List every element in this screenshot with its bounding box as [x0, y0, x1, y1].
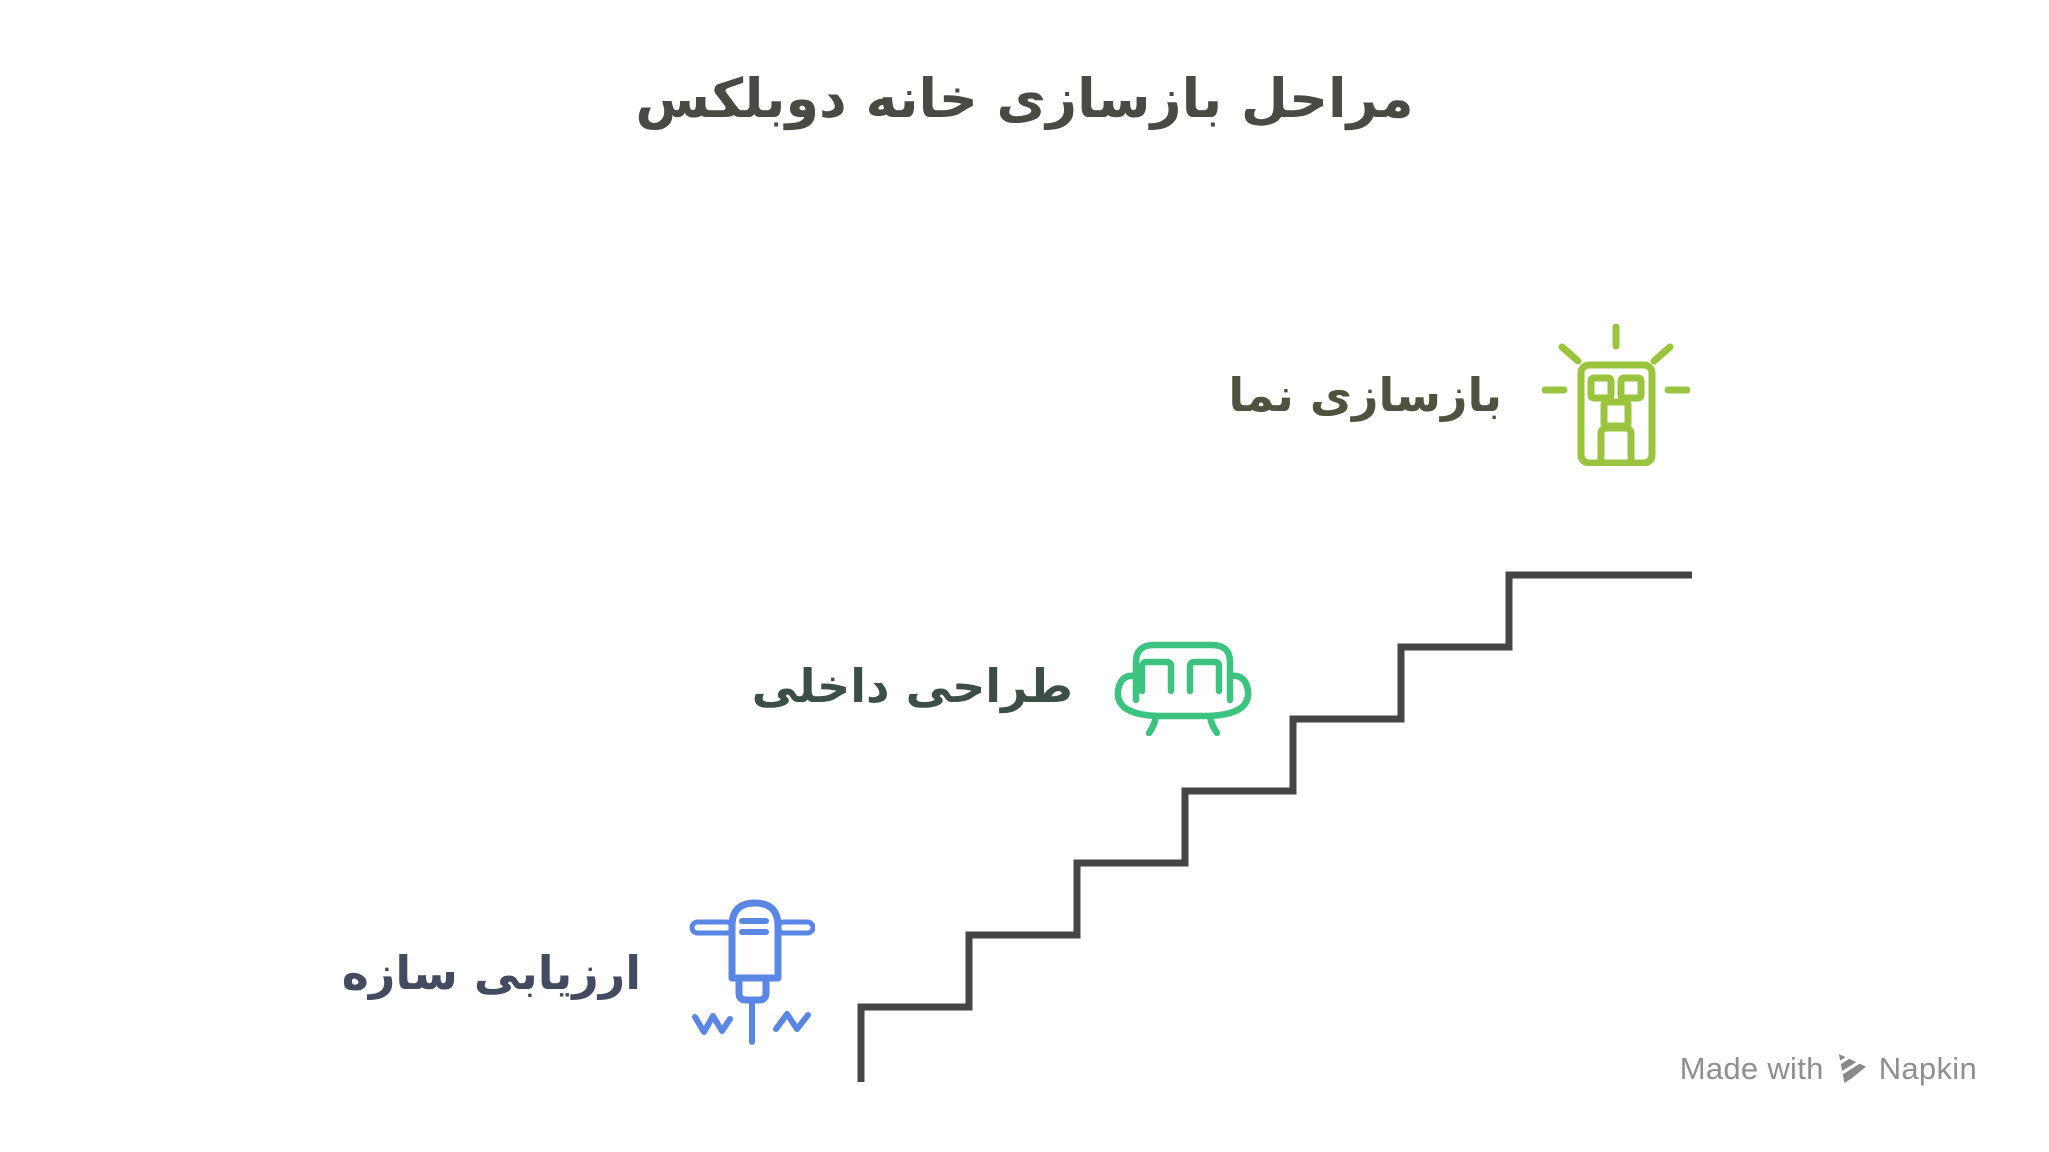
napkin-logo-triangle — [1838, 1053, 1866, 1084]
sofa-leg-right — [1206, 713, 1221, 736]
sofa-leg-left — [1145, 713, 1160, 736]
sofa-seat-arms — [1114, 672, 1252, 720]
jackhammer-handle-right — [775, 919, 815, 936]
jackhammer-debris-left — [692, 1013, 733, 1035]
jackhammer-body — [728, 899, 782, 982]
watermark-brand: Napkin — [1878, 1051, 1977, 1086]
step-label-interior-design: طراحی داخلی — [751, 658, 1073, 713]
napkin-logo-stripe2 — [1835, 1058, 1862, 1078]
building-window-mid — [1600, 398, 1632, 430]
step-label-facade-renovation: بازسازی نما — [1228, 367, 1502, 422]
napkin-logo-stripe1 — [1834, 1052, 1855, 1068]
building-ray-topright — [1650, 343, 1674, 365]
step-item-interior-design: طراحی داخلی — [752, 636, 1253, 736]
jackhammer-debris-right — [773, 1011, 811, 1032]
step-label-structure-evaluation: ارزیابی سازه — [341, 945, 641, 1000]
jackhammer-handle-left — [689, 919, 735, 936]
step-item-facade-renovation: بازسازی نما — [1228, 324, 1690, 466]
jackhammer-icon — [689, 899, 815, 1045]
staircase-path — [857, 571, 1692, 1082]
watermark-prefix: Made with — [1679, 1051, 1824, 1086]
napkin-logo-stripe3 — [1841, 1068, 1868, 1086]
sofa-cushion-right — [1186, 658, 1223, 695]
building-window-left — [1587, 374, 1615, 402]
sofa-backrest — [1132, 641, 1234, 704]
building-facade-icon — [1542, 324, 1690, 466]
page-title: مراحل بازسازی خانه دوبلکس — [635, 67, 1414, 130]
building-door — [1597, 424, 1635, 466]
building-ray-topleft — [1558, 343, 1582, 365]
building-window-right — [1617, 374, 1645, 402]
building-body — [1577, 361, 1656, 466]
napkin-logo-icon — [1834, 1052, 1868, 1086]
sofa-cushion-left — [1138, 658, 1175, 695]
made-with-napkin-watermark: Made with Napkin — [1680, 1050, 1977, 1088]
sofa-icon — [1114, 641, 1252, 736]
step-item-structure-evaluation: ارزیابی سازه — [342, 898, 815, 1048]
